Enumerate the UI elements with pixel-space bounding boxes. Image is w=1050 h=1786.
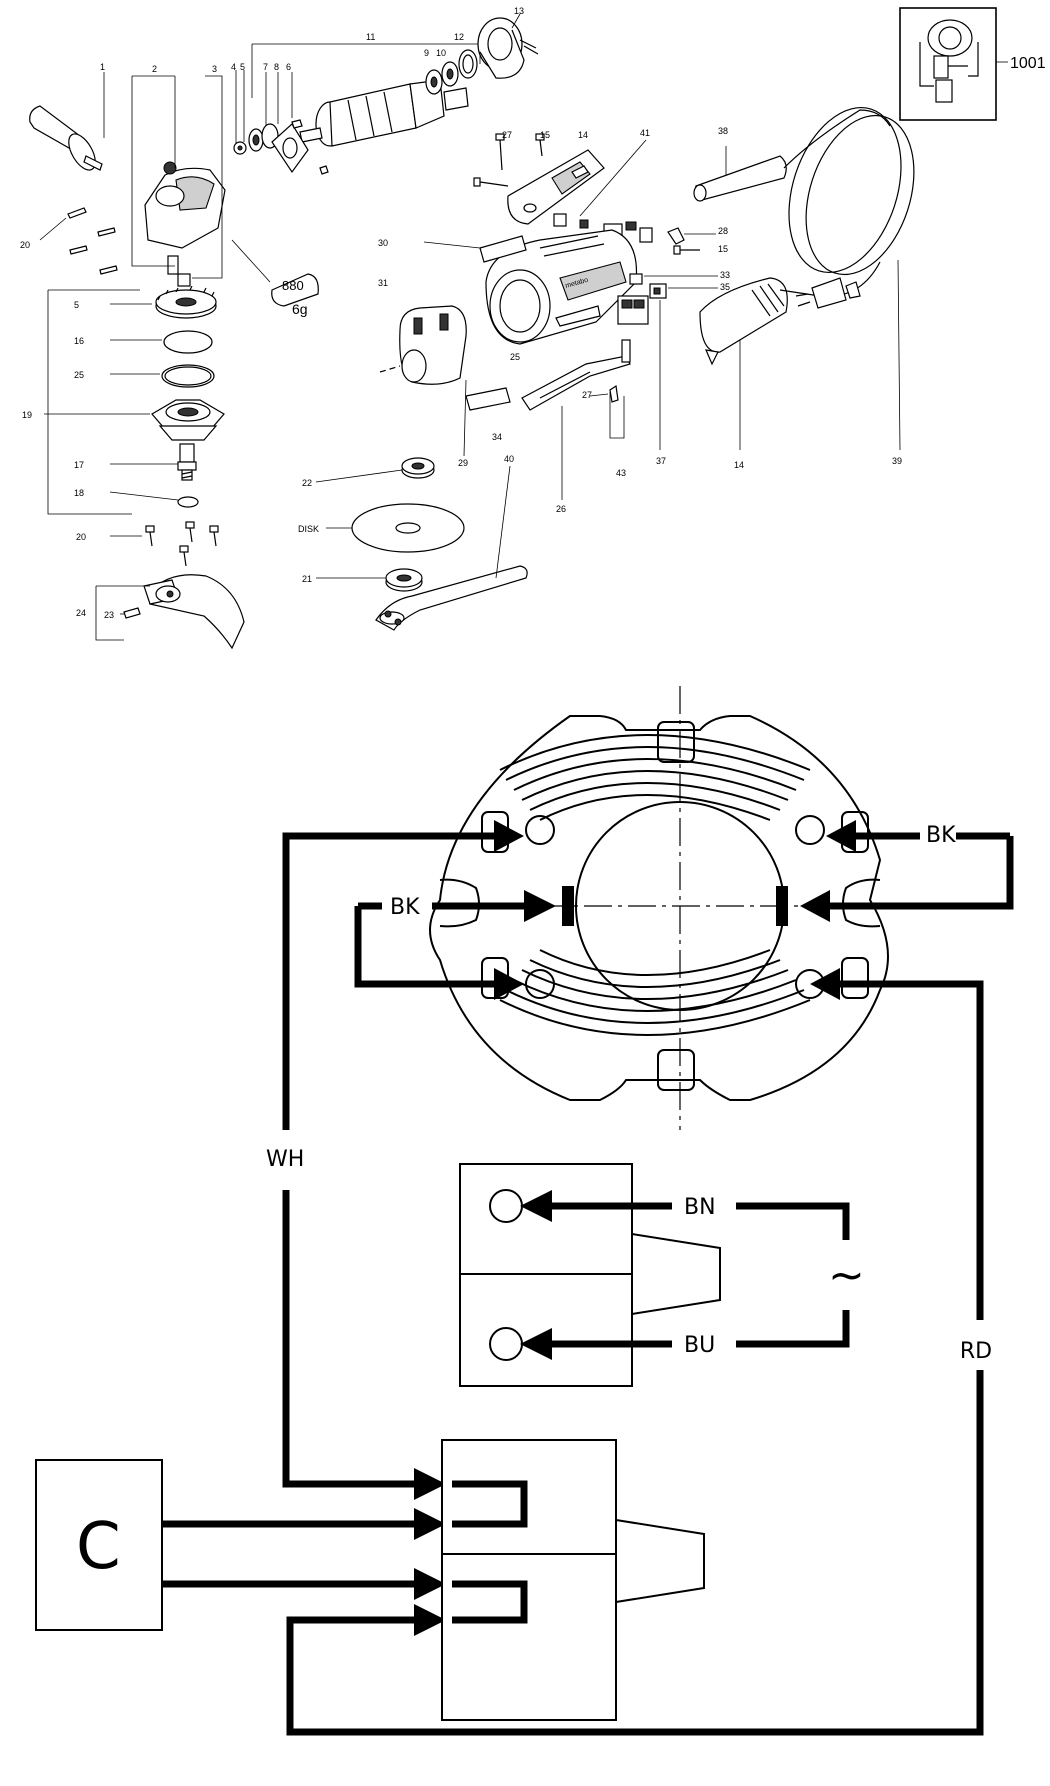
callout-p23: 23 — [104, 610, 114, 620]
callout-p34: 34 — [492, 432, 502, 442]
callout-p1001: 1001 — [1010, 55, 1046, 72]
callout-p20b: 20 — [76, 532, 86, 542]
callout-p38: 38 — [718, 126, 728, 136]
callout-p7: 7 — [263, 62, 268, 72]
label-bk-left: BK — [390, 895, 420, 920]
field-stator — [379, 305, 467, 457]
motor-housing — [485, 229, 638, 345]
wheel-guard — [95, 574, 245, 650]
gear-housing — [131, 75, 226, 287]
callout-p1: 1 — [100, 62, 105, 72]
label-bn: BN — [684, 1195, 716, 1220]
part-callouts: 1 2 3 4 5 6 7 8 9 10 11 12 13 20 5 16 25… — [20, 6, 1046, 620]
callout-p11: 11 — [366, 32, 375, 42]
callout-p17: 17 — [74, 460, 84, 470]
callout-p12: 12 — [454, 32, 464, 42]
label-bu: BU — [684, 1333, 715, 1358]
callout-p13: 13 — [514, 6, 524, 16]
wiring-labels: BK BK WH BN BU RD ~ C — [76, 823, 992, 1584]
callout-p26: 26 — [556, 504, 566, 514]
callout-p10: 10 — [436, 48, 446, 58]
callout-p39: 39 — [892, 456, 902, 466]
switch-cover-upper — [507, 149, 605, 225]
callout-p19: 19 — [22, 410, 32, 420]
bearing-plate — [233, 70, 329, 175]
callout-p15a: 15 — [540, 130, 550, 140]
callout-p20a: 20 — [20, 240, 30, 250]
callout-p8: 8 — [274, 62, 279, 72]
label-strips — [423, 235, 527, 411]
callout-p25a: 25 — [74, 370, 84, 380]
callout-p5a: 5 — [240, 62, 245, 72]
gear-set — [44, 285, 225, 515]
callout-p29: 29 — [458, 458, 468, 468]
bearings-top — [425, 49, 478, 95]
grease-tube — [231, 239, 319, 307]
callout-p5b: 5 — [74, 300, 79, 310]
callout-p14a: 14 — [578, 130, 588, 140]
callout-p31: 31 — [378, 278, 388, 288]
callout-p2: 2 — [152, 64, 157, 74]
wire-bracket — [589, 384, 625, 439]
callout-pdisk: DISK — [298, 524, 319, 534]
screws-left — [39, 207, 118, 275]
label-wh: WH — [266, 1147, 304, 1172]
side-handle — [29, 72, 105, 171]
callout-p3: 3 — [212, 64, 217, 74]
callout-p6: 6 — [286, 62, 291, 72]
callout-p22: 22 — [302, 478, 312, 488]
callout-p16: 16 — [74, 336, 84, 346]
fan-guide — [477, 13, 539, 79]
callout-p21: 21 — [302, 574, 312, 584]
callout-p37: 37 — [656, 456, 666, 466]
callout-p18: 18 — [74, 488, 84, 498]
callout-p27a: 27 — [502, 130, 512, 140]
callout-p33: 33 — [720, 270, 730, 280]
wiring-diagram — [35, 686, 1014, 1736]
callout-p25b: 25 — [510, 352, 520, 362]
callout-p43: 43 — [616, 468, 626, 478]
callout-p30: 30 — [378, 238, 388, 248]
callout-p24: 24 — [76, 608, 86, 618]
label-capacitor: C — [76, 1510, 121, 1584]
callout-p40: 40 — [504, 454, 514, 464]
screws-bottom — [110, 521, 219, 567]
label-bk-right: BK — [926, 823, 956, 848]
disk-and-flanges — [315, 457, 465, 592]
callout-p4: 4 — [231, 62, 236, 72]
label-rd: RD — [960, 1339, 992, 1364]
callout-p28: 28 — [718, 226, 728, 236]
screws-top — [473, 133, 545, 187]
grease-amount: 6g — [292, 301, 308, 317]
power-cord — [693, 106, 915, 451]
schematic-thumbnail — [899, 7, 1008, 121]
callout-p35: 35 — [720, 282, 730, 292]
callout-p9: 9 — [424, 48, 429, 58]
switch-assembly — [617, 273, 718, 450]
callout-p41: 41 — [640, 128, 650, 138]
callout-p14b: 14 — [734, 460, 744, 470]
callout-p27b: 27 — [582, 390, 592, 400]
switch-lever — [521, 339, 631, 500]
callout-p15b: 15 — [718, 244, 728, 254]
spanner-wrench — [375, 465, 528, 631]
rear-cover — [699, 277, 788, 450]
grease-label: 880 — [282, 278, 304, 293]
label-ac-symbol: ~ — [828, 1250, 865, 1301]
screws-right — [667, 227, 716, 255]
